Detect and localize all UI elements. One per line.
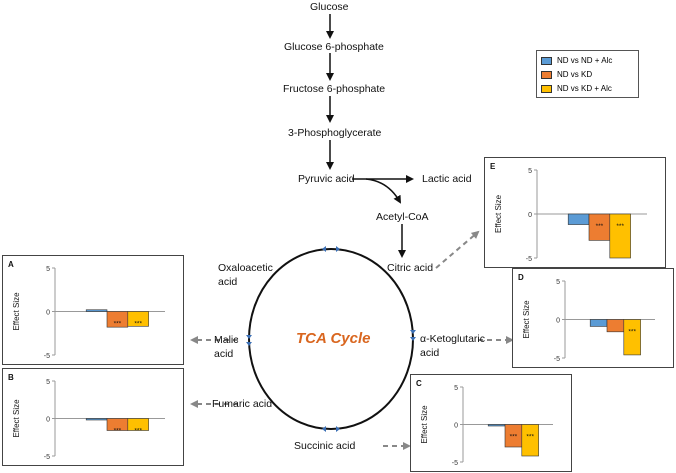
label-oxaloacetic-acid-line1: Oxaloacetic (218, 262, 273, 274)
bar (589, 319, 608, 327)
legend-swatch (541, 70, 552, 79)
chart-svg: D Effect Size 5 0 -5 *** (518, 273, 655, 363)
label-glucose: Glucose (310, 1, 349, 13)
chart-panel-c: C Effect Size 5 0 -5 *** *** (410, 374, 572, 472)
label-alpha-ketoglutaric-acid-line2: acid (420, 347, 440, 359)
label-pyruvic-acid: Pyruvic acid (298, 173, 355, 185)
dashed-arrow-citric-to-E (435, 230, 480, 269)
y-tick-label: -5 (554, 356, 560, 363)
y-axis-label: Effect Size (420, 405, 429, 444)
legend-label: ND vs KD + Alc (557, 84, 612, 93)
y-tick-label: 5 (556, 279, 560, 286)
bar (623, 319, 641, 356)
arrow-pyruvic-acetylcoa (365, 178, 401, 204)
label-lactic-acid: Lactic acid (422, 173, 472, 185)
label-tca-cycle: TCA Cycle (296, 330, 371, 347)
y-tick-label: -5 (44, 454, 50, 461)
bar (567, 213, 590, 225)
y-tick-label: 5 (454, 385, 458, 392)
significance-label: *** (526, 434, 534, 441)
significance-label: *** (596, 223, 604, 230)
label-fumaric-acid: Fumaric acid (212, 398, 273, 410)
label-glucose-6-phosphate: Glucose 6-phosphate (284, 41, 384, 53)
significance-label: *** (616, 223, 624, 230)
y-tick-label: 0 (46, 310, 50, 317)
legend: ND vs ND + Alc ND vs KD ND vs KD + Alc (536, 50, 639, 98)
bar (85, 309, 108, 312)
label-alpha-ketoglutaric-acid-line1: α-Ketoglutaric (420, 333, 486, 345)
y-axis-label: Effect Size (12, 292, 21, 331)
legend-item: ND vs KD + Alc (541, 84, 612, 94)
chart-svg: C Effect Size 5 0 -5 *** *** (416, 379, 553, 467)
y-tick-label: 0 (46, 417, 50, 424)
label-citric-acid: Citric acid (387, 262, 434, 274)
y-axis-label: Effect Size (494, 194, 503, 233)
y-tick-label: 5 (46, 379, 50, 386)
chart-panel-e: E Effect Size 5 0 -5 *** *** (484, 157, 666, 268)
y-tick-label: 0 (528, 212, 532, 219)
label-succinic-acid: Succinic acid (294, 440, 356, 452)
y-tick-label: 5 (528, 168, 532, 175)
legend-item: ND vs ND + Alc (541, 56, 612, 66)
y-axis-label: Effect Size (522, 300, 531, 339)
panel-letter: E (490, 162, 496, 171)
legend-item: ND vs KD (541, 70, 592, 80)
label-3-phosphoglycerate: 3-Phosphoglycerate (288, 127, 382, 139)
y-tick-label: 0 (454, 423, 458, 430)
y-tick-label: -5 (452, 460, 458, 467)
y-tick-label: -5 (526, 256, 532, 263)
y-tick-label: 5 (46, 266, 50, 273)
bar (127, 311, 149, 327)
label-malic-acid-line1: Malic (214, 334, 239, 346)
significance-label: *** (134, 321, 142, 328)
significance-label: *** (114, 321, 122, 328)
panel-letter: D (518, 273, 524, 282)
panel-letter: A (8, 260, 14, 269)
chart-panel-d: D Effect Size 5 0 -5 *** (512, 268, 674, 368)
y-axis-label: Effect Size (12, 399, 21, 438)
y-tick-label: 0 (556, 318, 560, 325)
significance-label: *** (510, 434, 518, 441)
chart-panel-a: A Effect Size 5 0 -5 *** *** (2, 255, 184, 365)
chart-svg: B Effect Size 5 0 -5 *** *** (8, 373, 165, 461)
bar (127, 418, 149, 431)
chart-svg: A Effect Size 5 0 -5 *** *** (8, 260, 165, 360)
bar (521, 424, 539, 457)
bar (487, 424, 506, 427)
legend-label: ND vs KD (557, 70, 593, 79)
bar (85, 418, 108, 421)
y-tick-label: -5 (44, 353, 50, 360)
cycle-node-markers (246, 246, 416, 432)
bar (609, 213, 631, 259)
significance-label: *** (114, 428, 122, 435)
significance-label: *** (134, 428, 142, 435)
label-fructose-6-phosphate: Fructose 6-phosphate (283, 83, 386, 95)
chart-panel-b: B Effect Size 5 0 -5 *** *** (2, 368, 184, 466)
label-malic-acid-line2: acid (214, 348, 234, 360)
label-oxaloacetic-acid-line2: acid (218, 276, 238, 288)
bar (606, 319, 625, 333)
label-acetyl-coa: Acetyl-CoA (376, 211, 429, 223)
significance-label: *** (628, 329, 636, 336)
legend-label: ND vs ND + Alc (557, 56, 613, 65)
chart-svg: E Effect Size 5 0 -5 *** *** (490, 162, 647, 263)
legend-swatch (541, 56, 552, 65)
legend-swatch (541, 84, 552, 93)
panel-letter: B (8, 373, 14, 382)
panel-letter: C (416, 379, 422, 388)
